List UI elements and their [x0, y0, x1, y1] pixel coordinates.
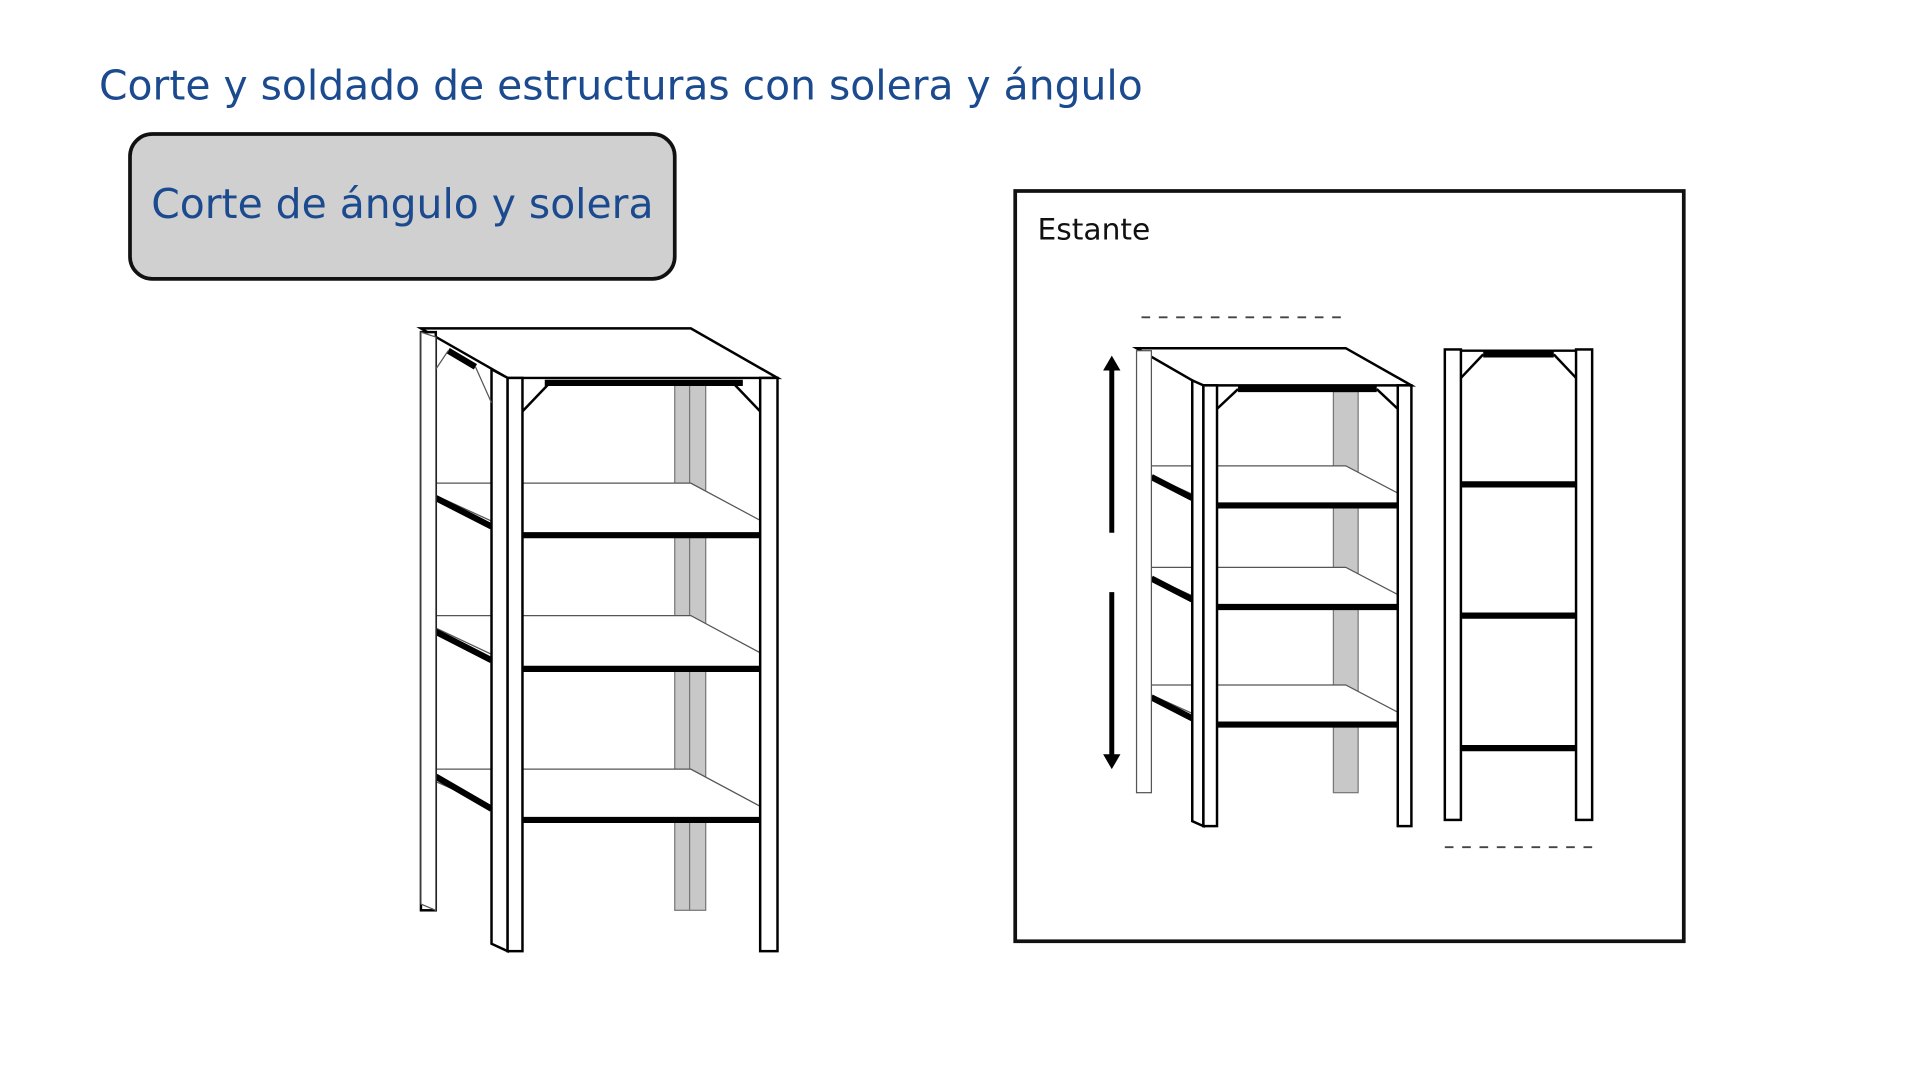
slide-title: Corte y soldado de estructuras con soler… — [99, 61, 1143, 109]
panel-label: Estante — [1037, 212, 1150, 247]
shelf-levels — [434, 482, 761, 824]
estante-panel: Estante — [1013, 189, 1686, 944]
section-label-box: Corte de ángulo y solera — [128, 132, 677, 281]
shelf-perspective-small — [1131, 346, 1417, 829]
height-arrow-icon — [1103, 355, 1121, 770]
side-frame — [1443, 348, 1594, 822]
section-label: Corte de ángulo y solera — [151, 180, 653, 228]
shelf-illustration — [416, 327, 783, 954]
